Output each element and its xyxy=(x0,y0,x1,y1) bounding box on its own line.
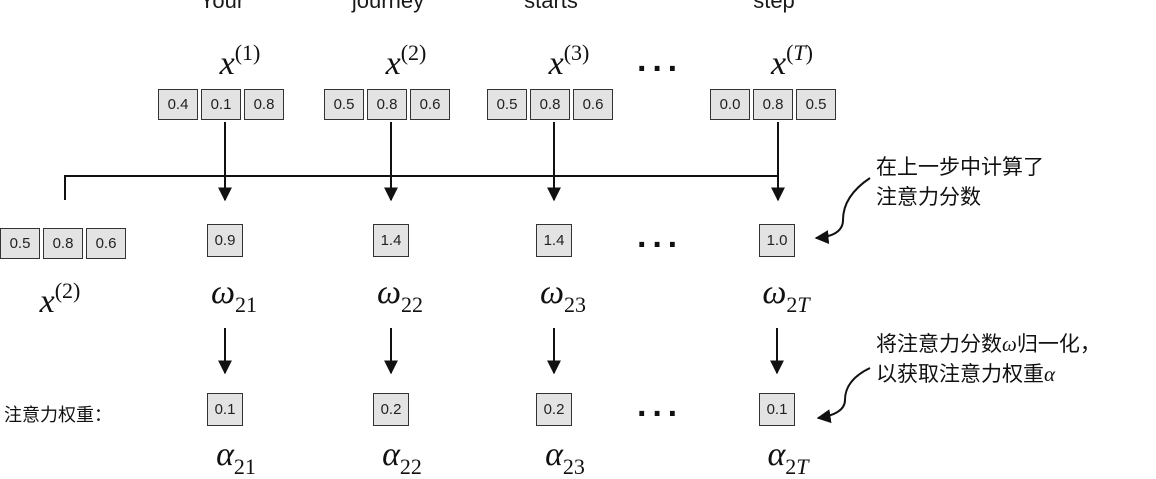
alpha-label-4: α2T xyxy=(767,438,808,478)
annotation-scores-line-1: 在上一步中计算了 xyxy=(876,155,1044,179)
token-x-label-4-symbol: x xyxy=(771,45,787,82)
query-x-label-supscript: (2) xyxy=(54,278,81,303)
token-vector-4-cell-1: 0.8 xyxy=(753,89,793,120)
query-vector-cell-1: 0.8 xyxy=(43,228,83,259)
token-x-label-2-symbol: x xyxy=(385,45,401,82)
omega-label-4: ω2T xyxy=(762,276,809,316)
token-x-label-3: x(3) xyxy=(549,42,590,81)
ellipsis-inputs: ··· xyxy=(637,50,683,88)
query-x-label-symbol: x xyxy=(39,283,55,320)
weight-box-1: 0.1 xyxy=(207,393,243,426)
token-vector-2-cell-0: 0.5 xyxy=(324,89,364,120)
token-vector-2-cell-2: 0.6 xyxy=(410,89,450,120)
alpha-label-2: α22 xyxy=(382,438,422,478)
alpha-label-1-symbol: α xyxy=(216,436,234,473)
query-vector-cell-2: 0.6 xyxy=(86,228,126,259)
alpha-label-4-symbol: α xyxy=(767,436,786,473)
annotation-normalize: 将注意力分数ω归一化， 以获取注意力权重α xyxy=(876,329,1101,389)
token-vector-4-cell-2: 0.5 xyxy=(796,89,836,120)
token-x-label-3-symbol: x xyxy=(548,45,564,82)
alpha-label-1: α21 xyxy=(216,438,256,478)
token-vector-3-cell-0: 0.5 xyxy=(487,89,527,120)
alpha-label-3-subscript: 23 xyxy=(562,454,585,479)
weight-box-4: 0.1 xyxy=(759,393,795,426)
token-vector-1-cell-0: 0.4 xyxy=(158,89,198,120)
token-vector-3-cell-1: 0.8 xyxy=(530,89,570,120)
token-word-3: "starts" xyxy=(516,0,586,13)
omega-label-1-symbol: ω xyxy=(210,274,236,311)
annotation-arrow-weights xyxy=(816,367,871,424)
token-word-1: "Your" xyxy=(191,0,253,13)
weight-box-3: 0.2 xyxy=(536,393,572,426)
token-vector-4-cell-0: 0.0 xyxy=(710,89,750,120)
query-x-label: x(2) xyxy=(40,280,81,319)
alpha-label-2-subscript: 22 xyxy=(399,454,422,479)
token-x-label-1-supscript: (1) xyxy=(234,40,261,65)
token-vector-2-cell-1: 0.8 xyxy=(367,89,407,120)
score-box-1: 0.9 xyxy=(207,224,243,257)
token-word-4: "step" xyxy=(745,0,803,13)
token-x-label-4-supscript: (T) xyxy=(786,40,813,65)
row-label-attention-weights: 注意力权重： xyxy=(4,405,112,426)
score-box-3: 1.4 xyxy=(536,224,572,257)
alpha-label-4-subscript: 2T xyxy=(785,454,809,479)
token-x-label-4: x(T) xyxy=(771,42,813,81)
omega-label-1: ω21 xyxy=(211,276,257,316)
alpha-label-1-subscript: 21 xyxy=(233,454,256,479)
omega-label-3-subscript: 23 xyxy=(564,292,587,317)
token-x-label-3-supscript: (3) xyxy=(563,40,590,65)
alpha-label-2-symbol: α xyxy=(382,436,400,473)
weight-box-2: 0.2 xyxy=(373,393,409,426)
token-x-label-2-supscript: (2) xyxy=(400,40,427,65)
omega-label-2: ω22 xyxy=(377,276,423,316)
omega-label-3: ω23 xyxy=(540,276,586,316)
alpha-label-3: α23 xyxy=(545,438,585,478)
annotation-scores-line-2: 注意力分数 xyxy=(876,185,981,209)
token-word-2: "journey" xyxy=(344,0,432,13)
omega-label-2-subscript: 22 xyxy=(401,292,424,317)
omega-label-4-symbol: ω xyxy=(762,274,787,311)
omega-label-3-symbol: ω xyxy=(539,274,565,311)
annotation-normalize-line-2: 以获取注意力权重α xyxy=(876,362,1056,386)
annotation-scores: 在上一步中计算了注意力分数 xyxy=(876,152,1044,212)
ellipsis-scores: ··· xyxy=(637,226,683,264)
query-bracket-line xyxy=(64,175,778,200)
token-vector-1-cell-2: 0.8 xyxy=(244,89,284,120)
annotation-normalize-line-1: 将注意力分数ω归一化， xyxy=(876,332,1101,356)
score-box-4: 1.0 xyxy=(759,224,795,257)
score-box-2: 1.4 xyxy=(373,224,409,257)
omega-label-1-subscript: 21 xyxy=(235,292,258,317)
token-vector-1-cell-1: 0.1 xyxy=(201,89,241,120)
token-vector-3-cell-2: 0.6 xyxy=(573,89,613,120)
omega-label-4-subscript: 2T xyxy=(786,292,810,317)
token-x-label-2: x(2) xyxy=(386,42,427,81)
query-vector-cell-0: 0.5 xyxy=(0,228,40,259)
annotation-arrow-scores xyxy=(814,177,871,245)
omega-label-2-symbol: ω xyxy=(376,274,402,311)
token-x-label-1: x(1) xyxy=(220,42,261,81)
alpha-label-3-symbol: α xyxy=(545,436,563,473)
token-x-label-1-symbol: x xyxy=(219,45,235,82)
ellipsis-weights: ··· xyxy=(637,395,683,433)
